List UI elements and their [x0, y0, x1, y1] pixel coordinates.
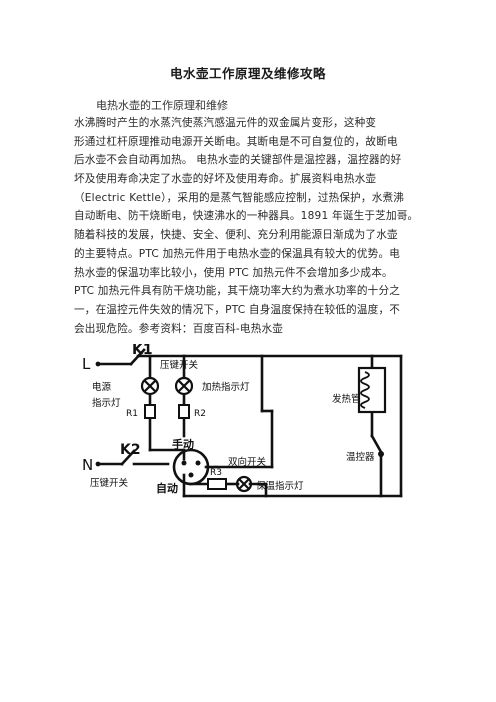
paragraph-line: 后水壶不会自动再加热。 电热水壶的关键部件是温控器，温控器的好	[74, 154, 402, 167]
paragraph-line: 一，在温控元件失效的情况下，PTC 自身温度保持在较低的温度，不	[74, 303, 401, 316]
paragraph-line: 水沸腾时产生的水蒸汽使蒸汽感温元件的双金属片变形，这种变	[74, 117, 377, 129]
label-power: 电源	[92, 381, 112, 393]
resistor-r2	[178, 404, 190, 419]
keep-warm-indicator-lamp	[235, 475, 253, 493]
switch-contact	[188, 472, 194, 478]
temp-controller-contact	[378, 451, 384, 457]
resistor-r3	[207, 478, 227, 490]
heating-indicator-lamp	[174, 376, 194, 396]
paragraph-line: 自动断电、防干烧断电，快速沸水的一种器具。1891 年诞生于芝加哥。	[74, 210, 419, 223]
body-paragraph: 水沸腾时产生的水蒸汽使蒸汽感温元件的双金属片变形，这种变 形通过杠杆原理推动电源…	[74, 114, 422, 338]
paragraph-line: 坏及使用寿命决定了水壶的好坏及使用寿命。扩展资料电热水壶	[74, 173, 377, 186]
label-N: N	[82, 456, 93, 474]
label-r3: R3	[210, 468, 222, 478]
terminal-L	[95, 361, 101, 367]
paragraph-line: 会出现危险。参考资料：百度百科-电热水壶	[74, 322, 284, 335]
label-manual: 手动	[172, 437, 194, 451]
label-heating-indicator: 加热指示灯	[202, 381, 250, 393]
heating-coil	[360, 371, 370, 409]
label-L: L	[82, 355, 91, 373]
label-keep-warm-indicator: 保温指示灯	[256, 480, 304, 492]
label-press-switch-bottom: 压键开关	[90, 477, 129, 489]
label-r2: R2	[194, 409, 206, 419]
label-heating-tube: 发热管	[332, 393, 361, 405]
label-r1: R1	[126, 409, 138, 419]
power-indicator-lamp	[140, 376, 160, 396]
resistor-r1	[144, 404, 156, 419]
k1-switch-blade	[129, 348, 146, 366]
paragraph-line: 随着科技的发展，快捷、安全、便利、充分利用能源日渐成为了水壶	[74, 229, 398, 242]
page-title: 电水壶工作原理及维修攻略	[169, 66, 326, 81]
switch-contact	[195, 460, 201, 466]
paragraph-line: 形通过杠杆原理推动电源开关断电。其断电是不可自复位的，故断电	[74, 135, 398, 148]
kettle-circuit-diagram: L N K1 压键开关 电源 指示灯 R1 R2 加热指示灯 K2 手动 双向开…	[82, 344, 403, 498]
label-two-way-switch: 双向开关	[228, 456, 267, 468]
paragraph-line: （Electric Kettle），采用的是蒸气智能感应控制，过热保护，水煮沸	[74, 191, 405, 204]
terminal-N	[95, 461, 101, 467]
label-K1: K1	[132, 344, 153, 358]
label-K2: K2	[120, 442, 141, 458]
paragraph-line: 热水壶的保温功率比较小，使用 PTC 加热元件不会增加多少成本。	[74, 266, 393, 279]
label-auto: 自动	[156, 481, 178, 495]
paragraph-line: PTC 加热元件具有防干烧功能，其干烧功率大约为煮水功率的十分之	[74, 285, 401, 298]
paragraph-line: 的主要特点。PTC 加热元件用于电热水壶的保温具有较大的优势。电	[74, 247, 401, 260]
two-way-switch-circle	[172, 448, 210, 486]
label-temp-controller: 温控器	[346, 451, 375, 463]
section-subheading: 电热水壶的工作原理和维修	[96, 99, 228, 112]
label-press-switch-top: 压键开关	[160, 359, 199, 371]
switch-contact	[181, 460, 187, 466]
label-indicator: 指示灯	[92, 397, 121, 409]
